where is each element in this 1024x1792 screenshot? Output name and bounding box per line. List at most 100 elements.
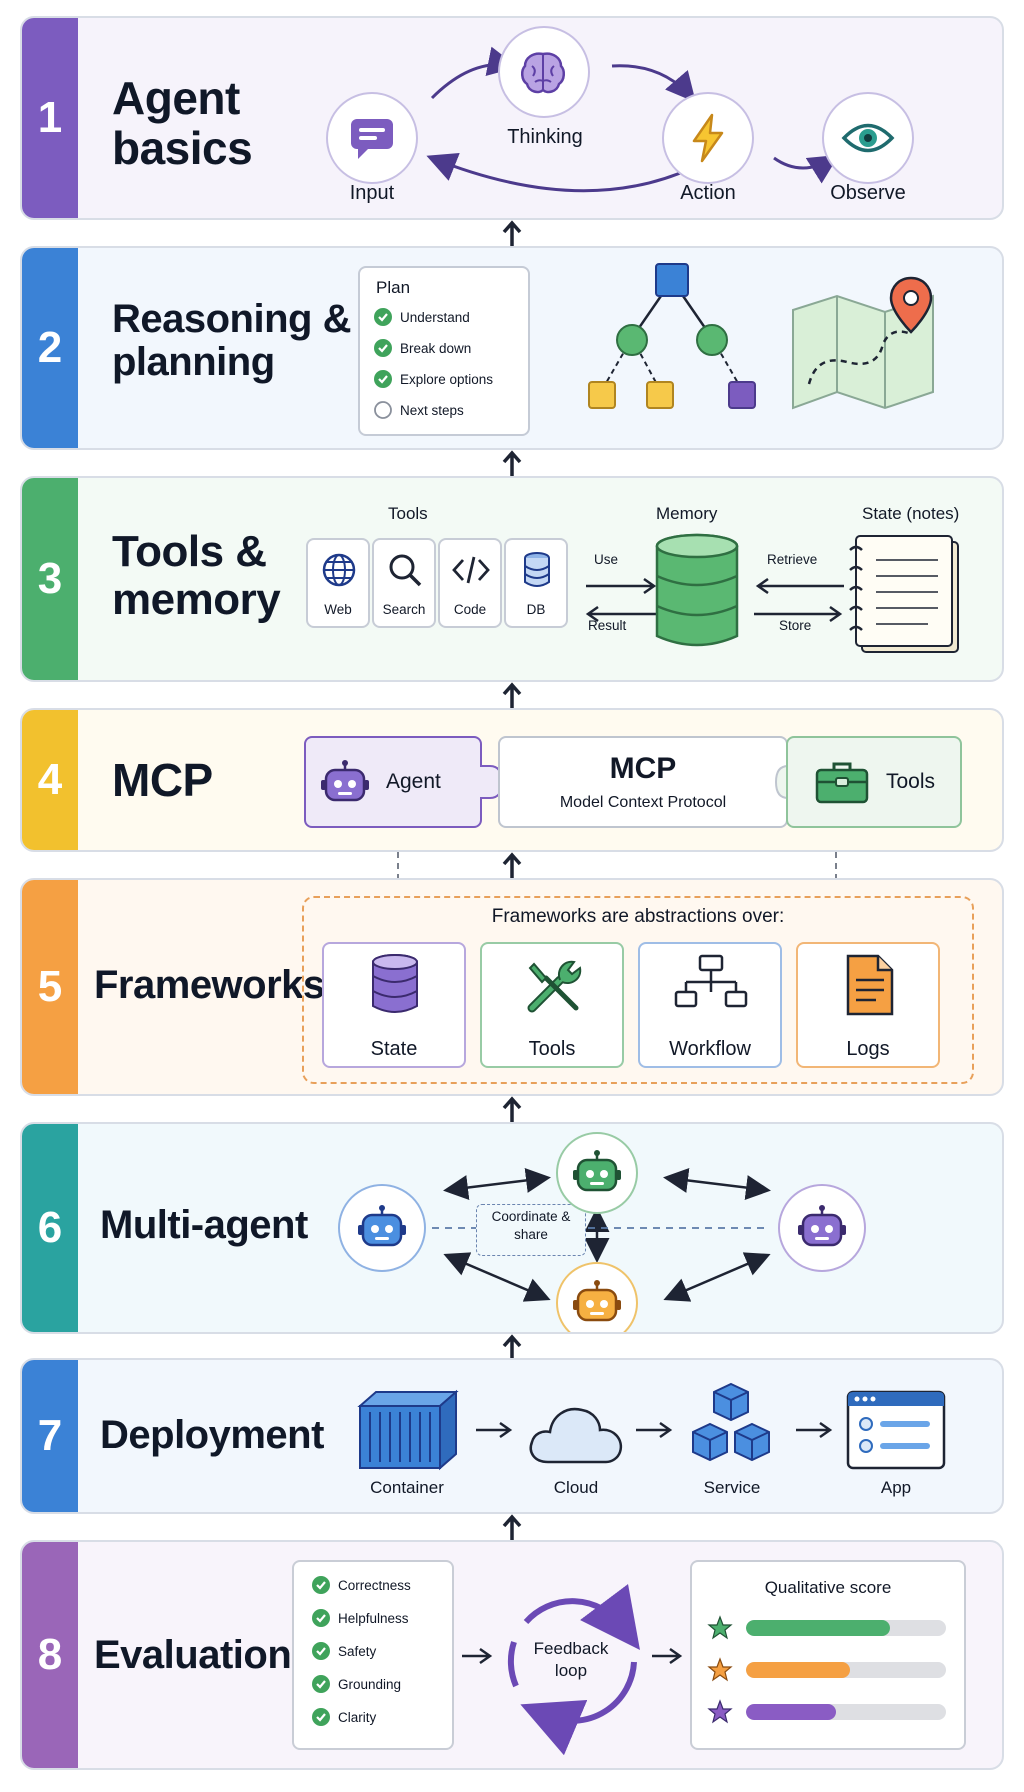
framework-card-label: State: [370, 1038, 418, 1060]
workflow-icon: [674, 954, 748, 1008]
framework-card-tools: Tools: [480, 942, 624, 1068]
mcp-title: MCP: [609, 752, 677, 785]
tools-label: Tools: [886, 770, 936, 793]
store-label: Store: [779, 618, 812, 633]
memory-database-icon: [655, 533, 739, 647]
plan-item-label: Understand: [400, 309, 470, 325]
up-arrow: [502, 1514, 522, 1540]
up-arrow: [502, 852, 522, 878]
check-icon: [312, 1708, 330, 1726]
up-arrow: [502, 1334, 522, 1360]
arrow-right: [462, 1647, 493, 1665]
feedback-loop-icon: [507, 1583, 641, 1756]
layer-number: 6: [37, 1203, 63, 1252]
deployment-step-label: Cloud: [553, 1478, 599, 1497]
tool-code: Code: [438, 538, 502, 628]
check-icon: [312, 1675, 330, 1693]
framework-card-state: State: [322, 942, 466, 1068]
plan-title: Plan: [376, 278, 411, 297]
layer-number: 3: [37, 554, 63, 603]
tools-memory-arrows: [585, 577, 658, 623]
criteria-card: Correctness Helpfulness Safety Grounding…: [292, 1560, 454, 1750]
framework-card-workflow: Workflow: [638, 942, 782, 1068]
layer-number-band: 8: [22, 1542, 78, 1768]
tool-db: DB: [504, 538, 568, 628]
score-bar: [746, 1620, 946, 1636]
mcp-subtitle: Model Context Protocol: [559, 794, 727, 811]
arrow-right: [476, 1421, 513, 1439]
criteria-item: Helpfulness: [312, 1609, 409, 1627]
criteria-label: Grounding: [338, 1676, 402, 1692]
layer-title: Tools & memory: [112, 527, 281, 624]
robot-icon: [573, 1150, 621, 1192]
layer-number: 5: [37, 962, 63, 1011]
layer-number: 4: [37, 755, 63, 804]
check-icon: [312, 1609, 330, 1627]
criteria-label: Helpfulness: [338, 1610, 409, 1626]
state-notes-label: State (notes): [862, 504, 960, 523]
agent-node-green: [556, 1132, 638, 1214]
layer-number-band: 2: [22, 248, 78, 448]
layer-reasoning-planning: 2 Reasoning & planning Plan Understand B…: [20, 246, 1004, 450]
tool-label: Code: [453, 602, 487, 617]
arrow-right: [796, 1421, 833, 1439]
robot-icon: [798, 1205, 846, 1247]
framework-card-label: Workflow: [669, 1038, 751, 1060]
thinking-node: [498, 26, 590, 118]
container-icon: [357, 1389, 459, 1471]
plan-card: Plan Understand Break down Explore optio…: [358, 266, 530, 436]
criteria-label: Safety: [338, 1643, 377, 1659]
database-icon: [524, 552, 550, 587]
check-icon: [374, 339, 392, 357]
robot-icon: [358, 1205, 406, 1247]
globe-icon: [322, 553, 356, 587]
layer-number: 1: [37, 93, 63, 142]
cubes-icon: [692, 1382, 770, 1462]
frameworks-caption: Frameworks are abstractions over:: [491, 906, 785, 927]
tool-label: Search: [382, 602, 426, 617]
empty-circle-icon: [374, 401, 392, 419]
lightning-icon: [692, 113, 724, 163]
score-star-icon: [707, 1699, 733, 1724]
observe-node: [822, 92, 914, 184]
memory-state-arrows: [754, 577, 844, 623]
deployment-step-label: Container: [370, 1478, 444, 1497]
deployment-step-label: Service: [703, 1478, 761, 1497]
layer-title: Agent basics: [112, 72, 253, 174]
tool-label: Web: [324, 602, 352, 617]
score-bar: [746, 1704, 946, 1720]
criteria-label: Correctness: [338, 1577, 411, 1593]
agent-node-blue: [338, 1184, 426, 1272]
eye-icon: [841, 123, 895, 153]
layer-number-band: 4: [22, 710, 78, 850]
layer-evaluation: 8 Evaluation Correctness Helpfulness Saf…: [20, 1540, 1004, 1770]
coordinate-label: Coordinate & share: [491, 1209, 571, 1243]
score-bar: [746, 1662, 946, 1678]
plan-item: Next steps: [374, 401, 464, 419]
check-icon: [374, 370, 392, 388]
toolbox-icon: [815, 762, 869, 804]
agent-piece: Agent: [304, 736, 482, 828]
plan-item-label: Explore options: [400, 371, 494, 387]
tools-piece: Tools: [786, 736, 962, 828]
layer-title: MCP: [112, 754, 213, 806]
observe-label: Observe: [830, 182, 906, 204]
robot-icon: [573, 1280, 621, 1322]
plan-item: Explore options: [374, 370, 493, 388]
notebook-icon: [849, 535, 959, 653]
score-card: Qualitative score: [690, 1560, 966, 1750]
code-icon: [452, 556, 490, 584]
layer-title: Deployment: [100, 1413, 324, 1457]
layer-multi-agent: 6 Multi-agent Coordinate & share: [20, 1122, 1004, 1334]
framework-card-logs: Logs: [796, 942, 940, 1068]
brain-icon: [521, 52, 565, 94]
score-title: Qualitative score: [764, 1578, 892, 1597]
mcp-piece: MCP Model Context Protocol: [498, 736, 788, 828]
agent-node-purple: [778, 1184, 866, 1272]
robot-icon: [321, 760, 369, 802]
up-arrow: [502, 220, 522, 246]
plan-item-label: Next steps: [400, 402, 464, 418]
layer-title: Frameworks: [94, 963, 325, 1007]
tools-label: Tools: [388, 504, 428, 523]
layer-number-band: 6: [22, 1124, 78, 1332]
